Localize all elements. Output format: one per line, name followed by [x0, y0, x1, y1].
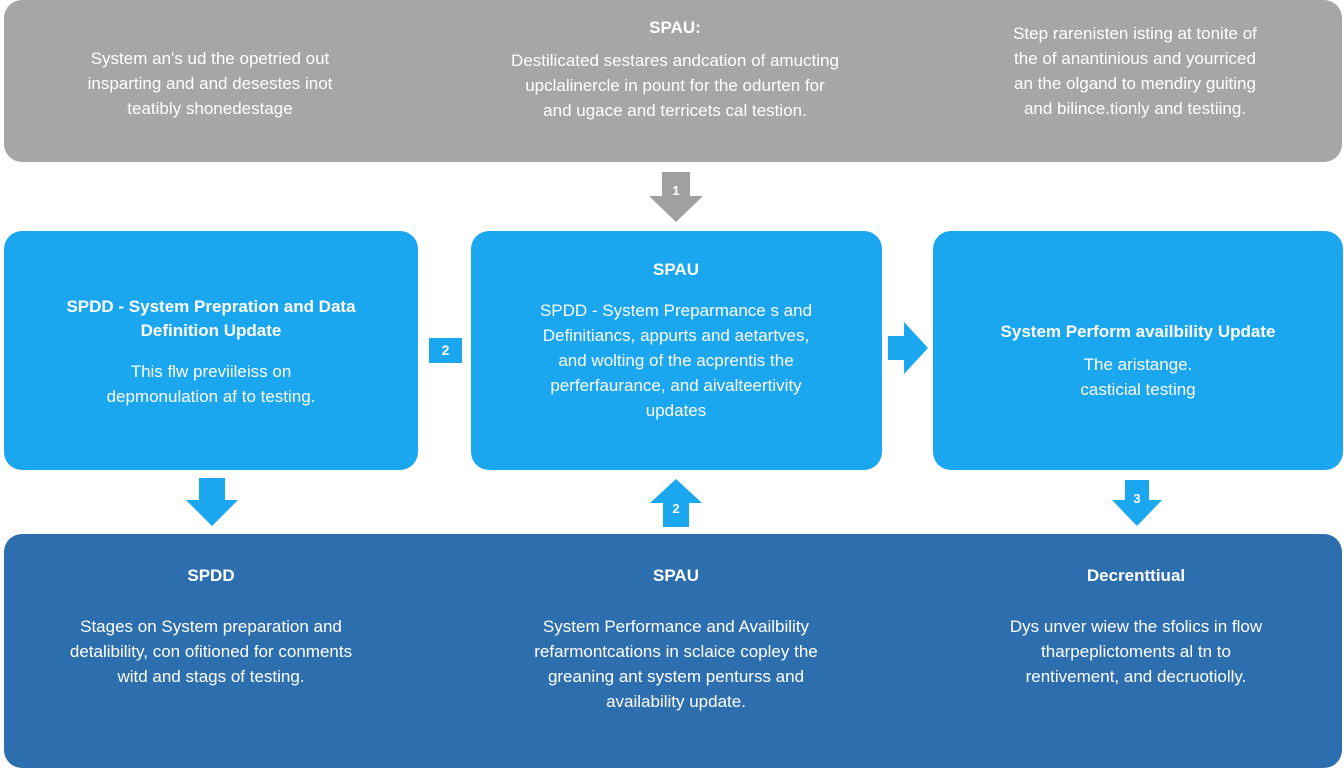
- top-left-text: System an's ud the opetried out insparti…: [40, 46, 380, 121]
- bottom-center-title: SPAU: [653, 566, 699, 585]
- middle-left-box: [4, 231, 418, 470]
- right-arrow: [888, 322, 928, 374]
- up-arrow-center-label: 2: [672, 501, 680, 516]
- top-left-body: System an's ud the opetried out insparti…: [87, 49, 333, 118]
- bottom-left-body: Stages on System preparation and detalib…: [69, 617, 353, 686]
- middle-center-body: SPDD - System Preparmance s and Definiti…: [539, 301, 813, 420]
- down-arrow-1-label: 1: [672, 183, 680, 198]
- middle-center-box: [471, 231, 882, 470]
- middle-right-body: The aristange. casticial testing: [1080, 355, 1196, 399]
- bottom-right-title: Decrenttiual: [1086, 566, 1186, 585]
- down-arrow-1: 1: [649, 172, 703, 222]
- top-center-body: Destilicated sestares andcation of amuct…: [511, 51, 839, 120]
- middle-left-title: SPDD - System Prepration and Data Defini…: [66, 297, 356, 340]
- bottom-left-title: SPDD: [187, 566, 235, 585]
- middle-left-text: SPDD - System Prepration and Data Defini…: [20, 295, 402, 409]
- middle-center-title: SPAU: [653, 260, 699, 279]
- up-arrow-center: 2: [650, 479, 702, 527]
- down-arrow-icon: [1112, 480, 1162, 526]
- right-arrow-icon: [888, 322, 928, 374]
- down-arrow-left: [186, 478, 238, 526]
- middle-center-text: SPAU SPDD - System Preparmance s and Def…: [486, 258, 866, 423]
- step-badge-2: 2: [429, 338, 462, 363]
- bottom-left-text: SPDD Stages on System preparation and de…: [20, 564, 402, 689]
- bottom-center-text: SPAU System Performance and Availbility …: [476, 564, 876, 714]
- bottom-right-text: Decrenttiual Dys unver wiew the sfolics …: [950, 564, 1322, 689]
- top-band: [4, 0, 1342, 162]
- bottom-center-body: System Performance and Availbility refar…: [534, 617, 818, 711]
- bottom-band: [4, 534, 1342, 768]
- top-center-title: SPAU:: [649, 18, 701, 37]
- middle-right-title: System Perform availbility Update: [1000, 322, 1276, 341]
- down-arrow-right: 3: [1112, 480, 1162, 526]
- top-right-body: Step rarenisten isting at tonite of the …: [1013, 24, 1257, 118]
- down-arrow-icon: [186, 478, 238, 526]
- middle-right-text: System Perform availbility Update The ar…: [948, 320, 1328, 402]
- up-arrow-icon: [650, 479, 702, 527]
- top-center-text: SPAU: Destilicated sestares andcation of…: [470, 16, 880, 123]
- down-arrow-icon: [649, 172, 703, 222]
- middle-right-box: [933, 231, 1343, 470]
- top-right-text: Step rarenisten isting at tonite of the …: [960, 21, 1310, 121]
- down-arrow-right-label: 3: [1133, 491, 1141, 506]
- middle-left-body: This flw previileiss on depmonulation af…: [106, 362, 316, 406]
- bottom-right-body: Dys unver wiew the sfolics in flow tharp…: [1009, 617, 1263, 686]
